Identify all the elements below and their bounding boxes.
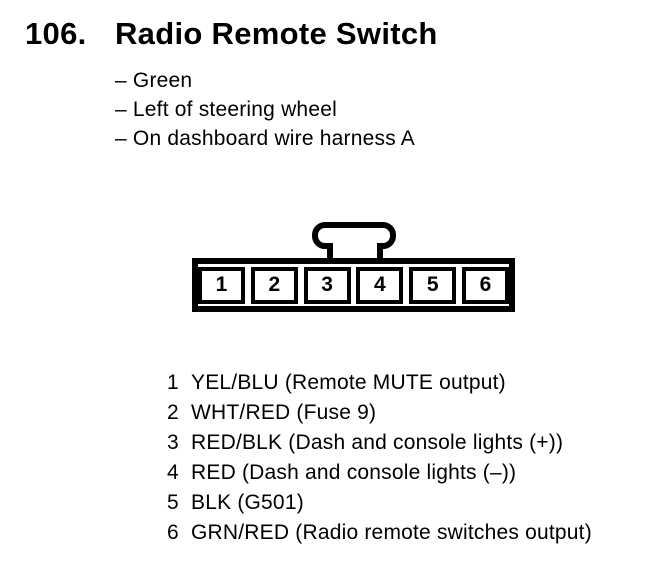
pin-row-4: 4 RED (Dash and console lights (–)) [167, 458, 592, 488]
note-location: – Left of steering wheel [115, 98, 337, 121]
pin-description: YEL/BLU (Remote MUTE output) [191, 371, 506, 394]
note-harness: – On dashboard wire harness A [115, 127, 415, 150]
connector-pin-2: 2 [250, 266, 298, 304]
pin-row-5: 5 BLK (G501) [167, 488, 592, 518]
pin-description: GRN/RED (Radio remote switches output) [191, 521, 592, 544]
section-number: 106. [25, 16, 87, 51]
pin-row-3: 3 RED/BLK (Dash and console lights (+)) [167, 428, 592, 458]
pin-row-2: 2 WHT/RED (Fuse 9) [167, 398, 592, 428]
pin-list: 1 YEL/BLU (Remote MUTE output) 2 WHT/RED… [167, 368, 592, 548]
pin-number: 2 [167, 401, 179, 424]
connector-pin-1: 1 [198, 266, 245, 304]
pin-number: 4 [167, 461, 179, 484]
connector-pin-6: 6 [461, 266, 509, 304]
pin-description: WHT/RED (Fuse 9) [191, 401, 377, 424]
pin-row-6: 6 GRN/RED (Radio remote switches output) [167, 518, 592, 548]
note-color: – Green [115, 69, 193, 92]
connector-diagram: 1 2 3 4 5 6 [192, 258, 515, 312]
connector-latch-stem [327, 243, 383, 260]
connector-pin-5: 5 [409, 266, 457, 304]
connector-notes: – Green – Left of steering wheel – On da… [115, 66, 415, 153]
page-title: Radio Remote Switch [115, 16, 438, 51]
connector-pin-3: 3 [303, 266, 351, 304]
pin-description: RED/BLK (Dash and console lights (+)) [191, 431, 564, 454]
pin-number: 6 [167, 521, 179, 544]
pin-number: 3 [167, 431, 179, 454]
connector-pin-4: 4 [356, 266, 404, 304]
pin-description: RED (Dash and console lights (–)) [191, 461, 517, 484]
pin-number: 5 [167, 491, 179, 514]
pin-number: 1 [167, 371, 179, 394]
pin-row-1: 1 YEL/BLU (Remote MUTE output) [167, 368, 592, 398]
pin-description: BLK (G501) [191, 491, 304, 514]
